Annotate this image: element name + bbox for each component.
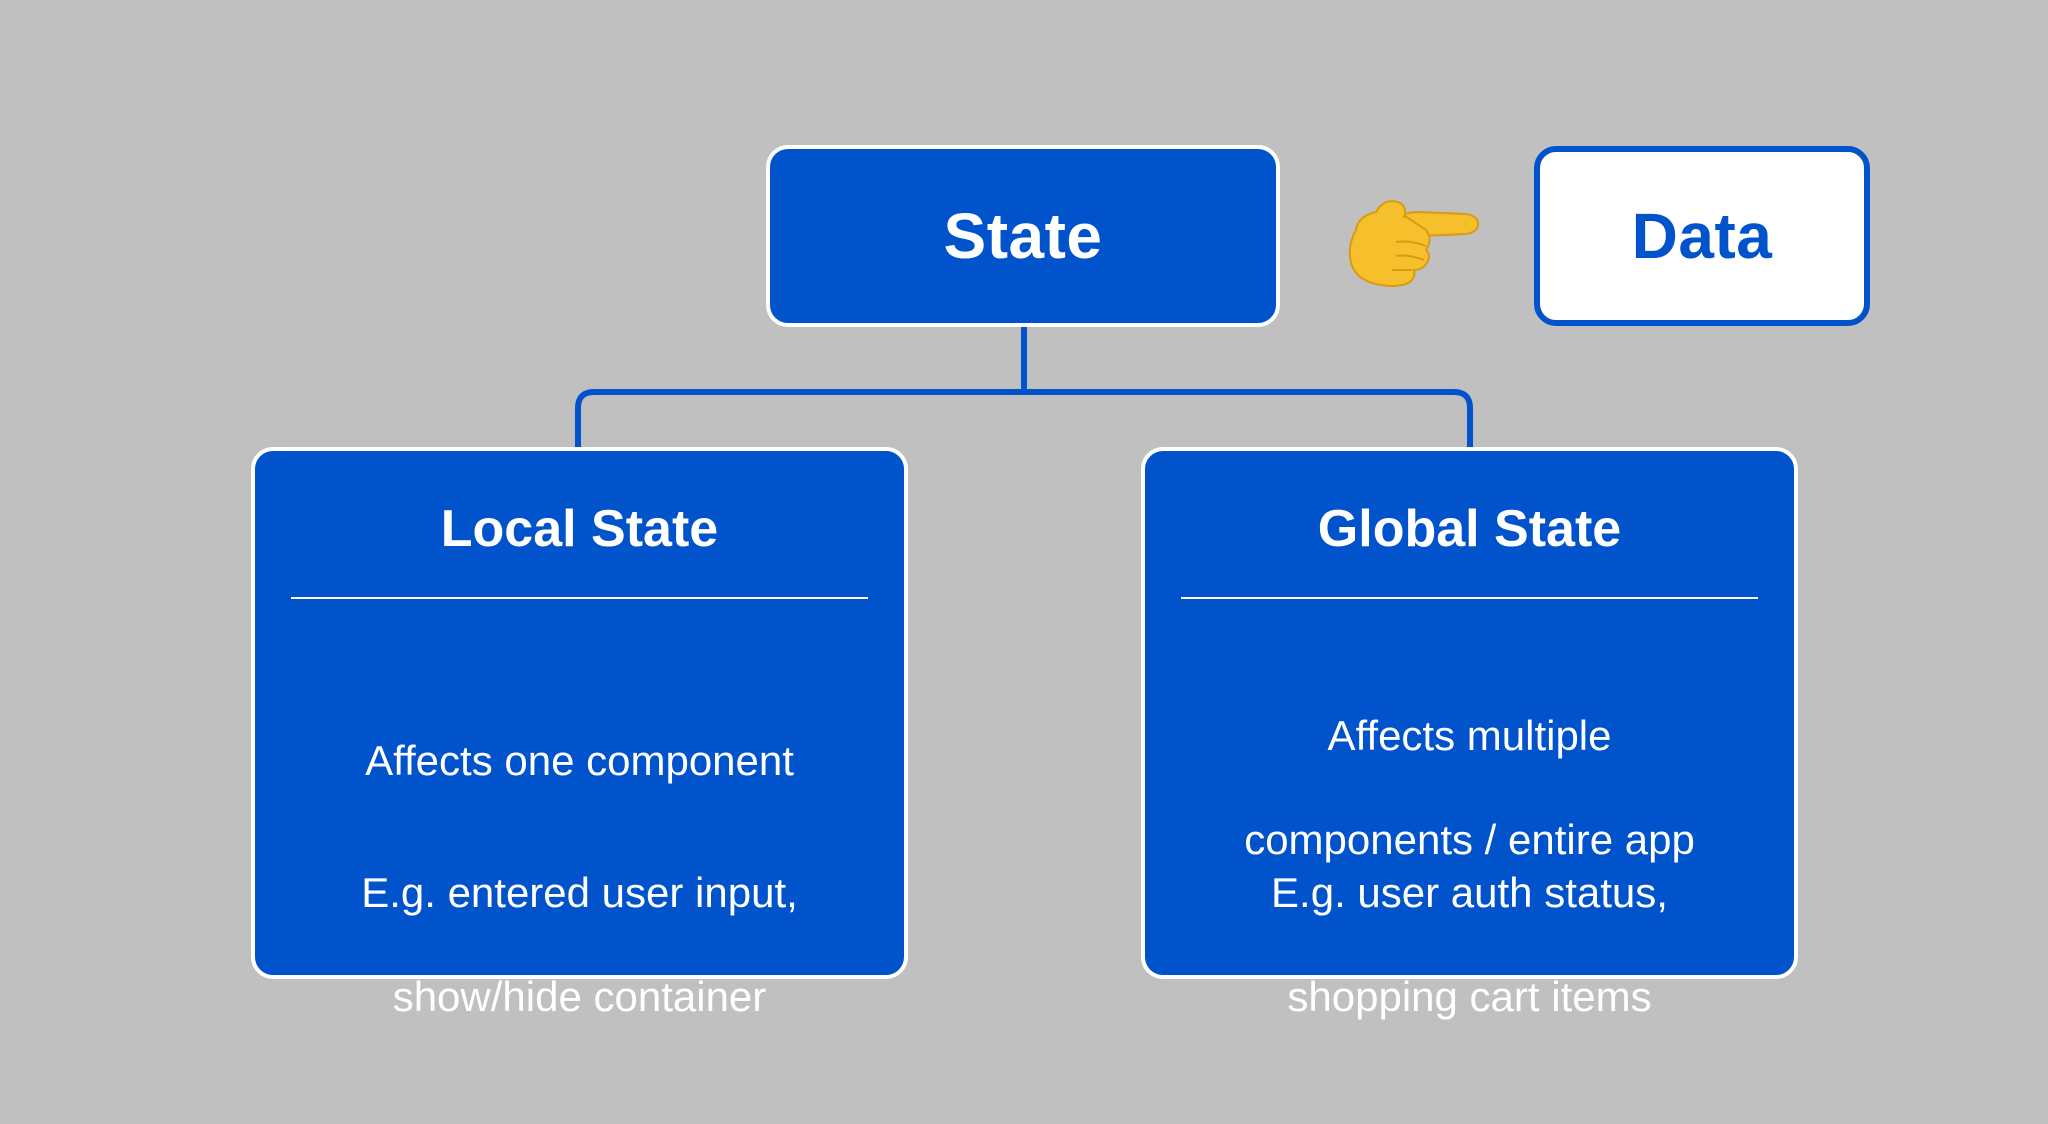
global-state-example-line-2: shopping cart items xyxy=(1287,973,1652,1020)
global-state-card: Global State Affects multiple components… xyxy=(1141,447,1798,1020)
global-state-description: Affects multiple components / entire app xyxy=(1165,658,1774,918)
global-state-description-line-2: components / entire app xyxy=(1244,816,1695,863)
local-state-title: Local State xyxy=(440,500,719,558)
state-label: State xyxy=(943,200,1103,272)
local-state-example-line-2: show/hide container xyxy=(392,973,767,1020)
global-state-example: E.g. user auth status, shopping cart ite… xyxy=(1165,815,1774,1075)
local-state-example-line-1: E.g. entered user input, xyxy=(361,869,798,916)
data-box: Data xyxy=(1534,146,1870,326)
global-state-example-line-1: E.g. user auth status, xyxy=(1271,869,1668,916)
local-state-divider xyxy=(291,597,868,599)
data-label: Data xyxy=(1631,200,1773,272)
local-state-description-line: Affects one component xyxy=(365,737,794,784)
state-box: State xyxy=(766,145,1280,327)
global-state-description-line-1: Affects multiple xyxy=(1327,712,1612,759)
global-state-divider xyxy=(1181,597,1758,599)
backhand-index-pointing-right-icon xyxy=(1348,200,1480,287)
global-state-title: Global State xyxy=(1317,500,1622,558)
connector-lines xyxy=(575,327,1473,449)
local-state-description: Affects one component xyxy=(275,683,884,839)
local-state-example: E.g. entered user input, show/hide conta… xyxy=(275,815,884,1075)
local-state-card: Local State Affects one component E.g. e… xyxy=(251,447,908,1020)
